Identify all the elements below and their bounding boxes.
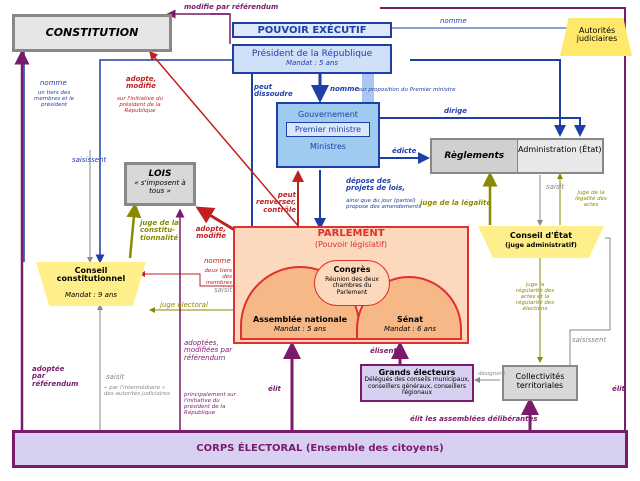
grands-electeurs-desc: Délégués des conseils municipaux, consei… [364, 376, 470, 397]
executive-title: POUVOIR EXÉCUTIF [257, 25, 367, 36]
lois-subtitle: « s'imposent à tous » [134, 179, 186, 195]
executive-title-box: POUVOIR EXÉCUTIF [232, 22, 392, 38]
label-saisit-bottom-sub: « par l'intermédiaire » des autorités ju… [104, 385, 170, 398]
conseil-etat-title: Conseil d'État [509, 231, 573, 240]
label-nomme-top: nomme [440, 17, 467, 25]
label-nomme-left: nomme [40, 79, 67, 87]
congres-bubble [314, 260, 390, 306]
collectivites-box: Collectivités territoriales [502, 365, 578, 401]
lois-title: LOIS [148, 169, 172, 179]
arrow-elit-president [380, 7, 626, 430]
arrow-adopte-constitution [149, 50, 301, 229]
label-elit-left: élit [268, 385, 281, 393]
conseil-etat-subtitle: (juge administratif) [505, 241, 577, 249]
arrow-pres-admin [410, 59, 566, 137]
prime-minister-box: Premier ministre [286, 122, 370, 137]
label-depose: dépose des projets de lois, [346, 177, 405, 193]
grands-electeurs-box: Grands électeurs Délégués des conseils m… [360, 364, 474, 402]
lois-box: LOIS « s'imposent à tous » [124, 162, 196, 206]
congres-desc: Réunion des deux chambres du Parlement [325, 276, 379, 296]
judicial-title: Autorités judiciaires [576, 26, 618, 44]
conseil-etat-box [478, 226, 604, 258]
label-juge-legalite: juge de la légalité [420, 199, 492, 207]
assemblee-nationale-title: Assemblée nationale [253, 315, 347, 324]
label-designent: désignent [478, 371, 506, 377]
label-depose-sub: ainsi que du jour (partiel) propose des … [346, 198, 422, 211]
label-elisent: élisent [370, 347, 397, 355]
parliament-subtitle: (Pouvoir législatif) [314, 240, 388, 249]
label-juge-actes: juge de la légalité des actes [575, 190, 607, 209]
label-saisit-right: saisit [546, 183, 565, 191]
government-title: Gouvernement [298, 110, 358, 119]
president-box: Président de la République Mandat : 5 an… [232, 44, 392, 74]
collectivites-title: Collectivités territoriales [515, 372, 565, 390]
grands-electeurs-title: Grands électeurs [378, 368, 456, 377]
president-title: Président de la République [251, 49, 373, 59]
label-saisissent: saisissent [72, 156, 107, 164]
label-modifie-referendum: modifie par référendum [184, 3, 279, 11]
label-nomme-tiers-sub: deux tiers des membres [204, 268, 232, 287]
judicial-box [560, 18, 632, 56]
corps-electoral-box: CORPS ÉLECTORAL (Ensemble des citoyens) [12, 430, 628, 468]
label-adoptee-referendum: adoptée par référendum [32, 365, 79, 388]
label-adoptees-modifiees-sub: principalement sur l'initiative du prési… [184, 392, 236, 417]
reglements-box: Règlements Administration (État) [430, 138, 604, 174]
senat-mandate: Mandat : 6 ans [383, 325, 437, 333]
label-saisit-mid: saisit [214, 286, 233, 294]
administration-label: Administration (État) [516, 140, 602, 172]
label-nomme-pm-sub: sur proposition du Premier ministre [358, 87, 456, 93]
government-box: Gouvernement Premier ministre Ministres [276, 102, 380, 168]
label-juge-regularite: juge la régularité des actes et la régul… [515, 282, 555, 313]
label-saisissent-right: saisissent [572, 336, 607, 344]
reglements-label: Règlements [444, 151, 505, 161]
label-peut-dissoudre: peut dissoudre [254, 83, 293, 99]
conseil-constitutionnel-title: Conseil constitutionnel [56, 266, 126, 284]
congres-title: Congrès [333, 265, 371, 274]
constitution-box: CONSTITUTION [12, 14, 172, 52]
parliament-title: PARLEMENT [317, 228, 385, 239]
label-juge-constit: juge de la constitu-tionnalité [140, 219, 179, 242]
constitution-title: CONSTITUTION [45, 26, 139, 39]
arrow-adopte-lois [195, 206, 239, 234]
senat-title: Sénat [396, 315, 424, 324]
label-nomme-pm: nomme [330, 85, 360, 93]
label-elit-right: élit [612, 385, 625, 393]
label-nomme-tiers: nomme [204, 257, 231, 265]
arrow-parl-cc [139, 271, 233, 287]
arrow-saisissent-ce [569, 237, 611, 365]
arrow-dirige [373, 104, 586, 137]
corps-electoral-title: CORPS ÉLECTORAL (Ensemble des citoyens) [196, 443, 444, 454]
conseil-constitutionnel-mandate: Mandat : 9 ans [64, 291, 118, 299]
arrow-nomme-cc [95, 59, 232, 264]
label-elit-assemblees: élit les assemblées délibérantes [410, 415, 538, 423]
conseil-constitutionnel-box [36, 262, 146, 306]
label-adopte-modifie: adopte, modifie [125, 75, 157, 91]
president-mandate: Mandat : 5 ans [285, 59, 339, 67]
label-dirige: dirige [444, 107, 468, 115]
label-juge-electoral: juge électoral [160, 301, 208, 309]
ministers-label: Ministres [310, 142, 346, 151]
arrow-juge-constit [126, 202, 142, 259]
label-peut-renverser: peut renverser, contrôle [256, 191, 296, 214]
assemblee-nationale-mandate: Mandat : 5 ans [273, 325, 327, 333]
label-adoptees-modifiees: adoptées, modifiées par référendum [184, 339, 233, 362]
label-adopte-modifie-sub: sur l'initiative du président de la Répu… [116, 96, 164, 115]
label-adopte-modifie-2: adopte, modifie [195, 225, 226, 241]
label-nomme-left-sub: un tiers des membres et le président [33, 90, 75, 109]
label-edicte: édicte [392, 147, 417, 155]
arrow-referendum-constitution [210, 13, 231, 44]
label-saisit-bottom: saisit [106, 373, 125, 381]
